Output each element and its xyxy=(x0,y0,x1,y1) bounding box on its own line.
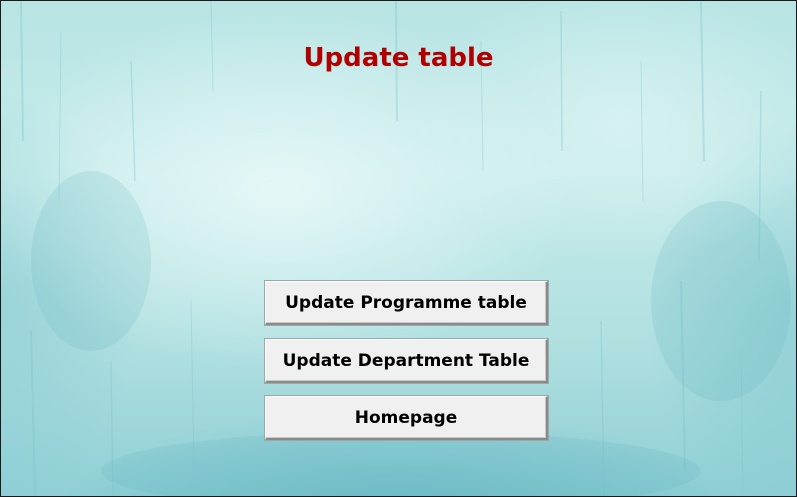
page-title: Update table xyxy=(303,43,494,73)
homepage-button[interactable]: Homepage xyxy=(265,396,548,440)
update-programme-table-button[interactable]: Update Programme table xyxy=(265,281,548,325)
update-department-table-button[interactable]: Update Department Table xyxy=(265,339,548,383)
